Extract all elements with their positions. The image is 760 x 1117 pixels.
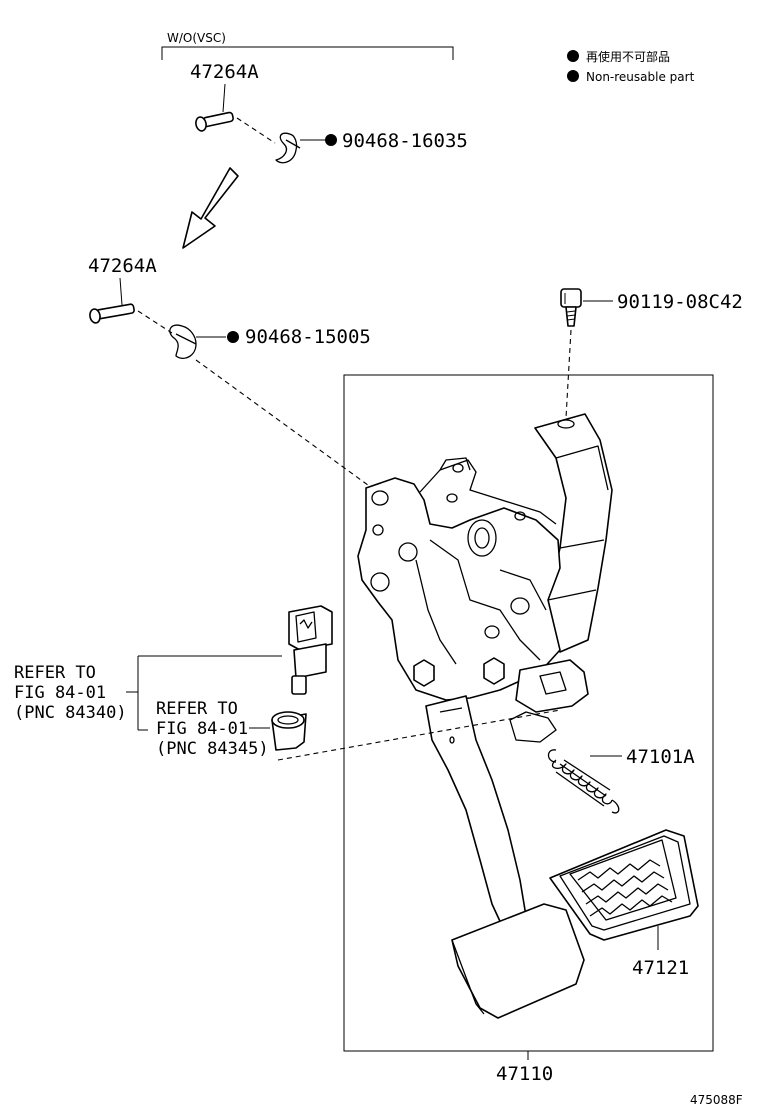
- variant-label: W/O(VSC): [167, 31, 226, 45]
- non-reusable-marker-icon: [227, 331, 239, 343]
- dashed-assembly-line: [565, 329, 572, 419]
- dashed-assembly-line: [195, 359, 373, 489]
- ref-84340-line-3: (PNC 84340): [14, 703, 127, 723]
- legend-bullet-icon: [567, 70, 579, 82]
- return-spring-icon: [547, 749, 620, 814]
- bolt-icon: [560, 288, 582, 327]
- pin-lower-icon: [89, 303, 135, 324]
- legend-bullet-icon: [567, 50, 579, 62]
- ref-84340-line-1: REFER TO: [14, 663, 96, 683]
- stoplamp-switch-icon: [288, 605, 333, 695]
- dashed-assembly-line: [137, 310, 173, 334]
- ref-84340-line-2: FIG 84-01: [14, 683, 106, 703]
- ref-84345-line-2: FIG 84-01: [156, 719, 248, 739]
- legend-en-text: Non-reusable part: [586, 70, 695, 84]
- ref-84345-line-3: (PNC 84345): [156, 739, 269, 759]
- clip-lower-icon: [169, 324, 197, 359]
- variant-bracket: [161, 46, 454, 60]
- clip-upper-icon: [275, 132, 301, 164]
- part-number-pedal-assy: 47110: [496, 1063, 553, 1085]
- dashed-assembly-line: [236, 117, 276, 144]
- leader-line: [119, 277, 123, 306]
- dashed-assembly-line: [277, 709, 561, 761]
- part-number-pin-lower: 47264A: [88, 255, 157, 277]
- pedal-bracket-assembly-icon: [357, 413, 613, 931]
- pedal-pad-mounted-icon: [451, 903, 585, 1019]
- part-number-spring: 47101A: [626, 746, 695, 768]
- down-arrow-icon: [182, 167, 239, 249]
- non-reusable-marker-icon: [325, 134, 337, 146]
- pedal-pad-icon: [549, 829, 699, 941]
- cushion-icon: [271, 711, 307, 751]
- figure-id: 475088F: [690, 1093, 743, 1107]
- ref-84345-line-1: REFER TO: [156, 699, 238, 719]
- part-number-pad: 47121: [632, 957, 689, 979]
- part-number-pin-upper: 47264A: [190, 61, 259, 83]
- legend-jp-text: 再使用不可部品: [586, 49, 670, 64]
- part-number-clip-upper: 90468-16035: [342, 130, 468, 152]
- part-number-bolt: 90119-08C42: [617, 291, 743, 313]
- part-number-clip-lower: 90468-15005: [245, 326, 371, 348]
- pin-upper-icon: [195, 111, 234, 132]
- leader-line: [222, 83, 226, 113]
- leader-bracket: [126, 655, 282, 731]
